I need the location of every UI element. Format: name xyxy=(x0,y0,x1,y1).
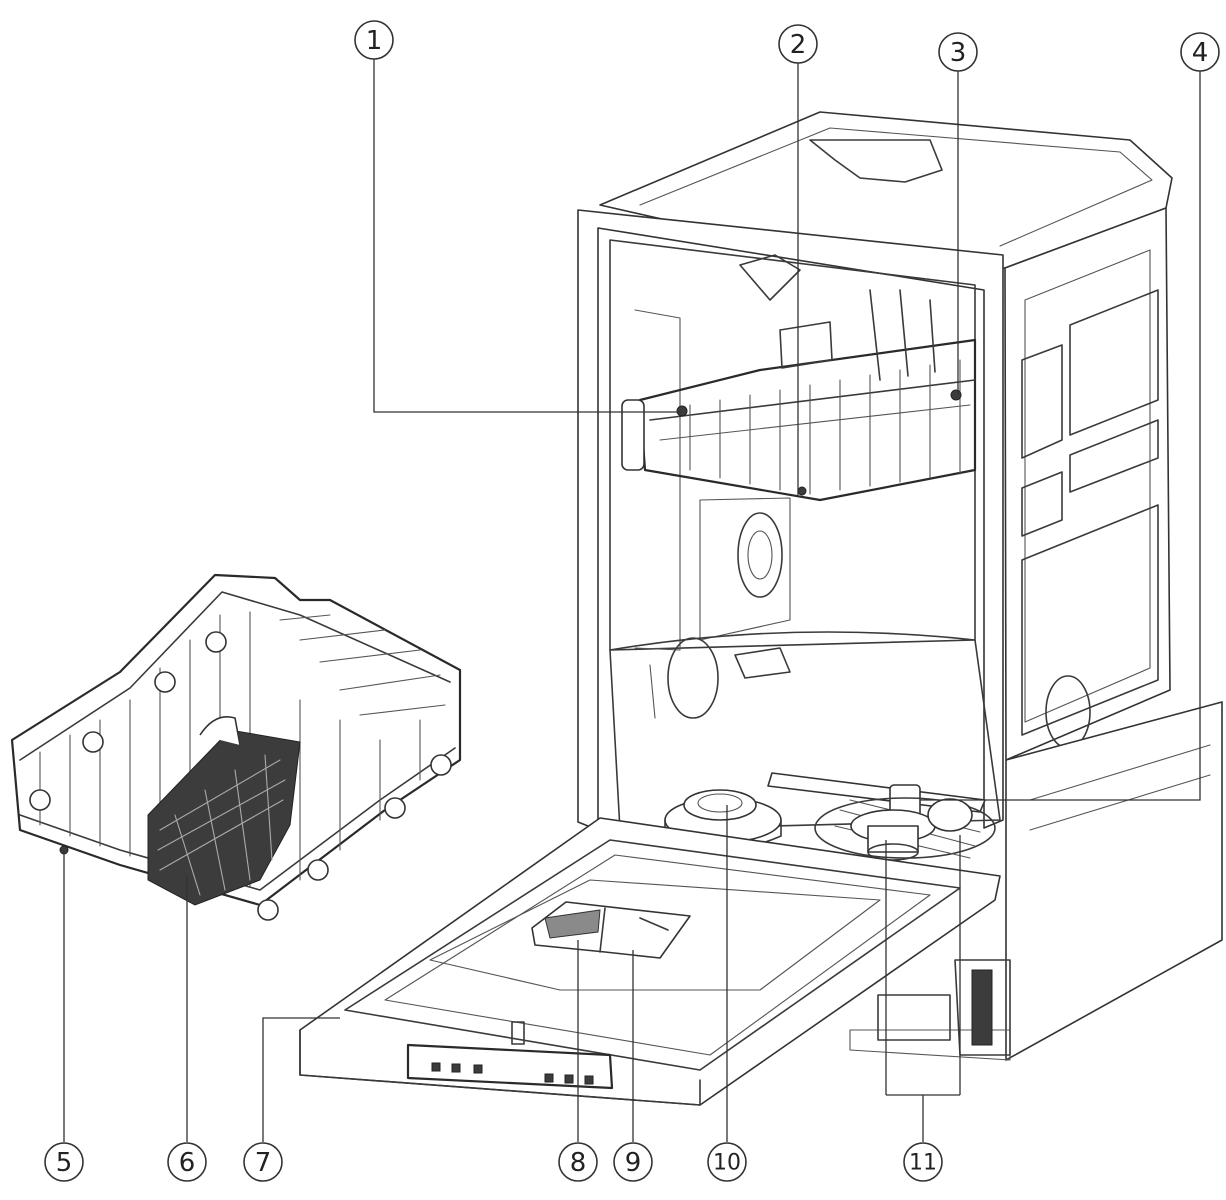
dishwasher-cabinet xyxy=(577,111,1223,1061)
callout-8: 8 xyxy=(558,1142,598,1182)
filter-assembly xyxy=(814,797,996,861)
callout-9-label: 9 xyxy=(625,1148,642,1178)
callout-4: 4 xyxy=(1180,32,1220,72)
door xyxy=(299,817,1001,1106)
callout-4-label: 4 xyxy=(1192,38,1209,68)
callout-11-label: 11 xyxy=(909,1151,937,1176)
callout-3: 3 xyxy=(938,32,978,72)
callout-6-label: 6 xyxy=(179,1148,196,1178)
callout-8-label: 8 xyxy=(570,1148,587,1178)
callout-1: 1 xyxy=(354,20,394,60)
callout-1-label: 1 xyxy=(366,26,383,56)
callout-10-label: 10 xyxy=(713,1151,741,1176)
callout-10: 10 xyxy=(707,1142,747,1182)
callout-5: 5 xyxy=(44,1142,84,1182)
upper-basket xyxy=(621,254,977,502)
lower-basket xyxy=(10,573,462,921)
callout-2-label: 2 xyxy=(790,30,807,60)
callout-7-label: 7 xyxy=(255,1148,272,1178)
cutlery-basket xyxy=(147,716,301,906)
callout-2: 2 xyxy=(778,24,818,64)
callout-3-label: 3 xyxy=(950,38,967,68)
callout-leaders xyxy=(63,58,1201,1142)
callout-7: 7 xyxy=(243,1142,283,1182)
callout-11: 11 xyxy=(903,1142,943,1182)
callout-6: 6 xyxy=(167,1142,207,1182)
callout-9: 9 xyxy=(613,1142,653,1182)
callout-5-label: 5 xyxy=(56,1148,73,1178)
detergent-dispenser xyxy=(531,901,691,959)
